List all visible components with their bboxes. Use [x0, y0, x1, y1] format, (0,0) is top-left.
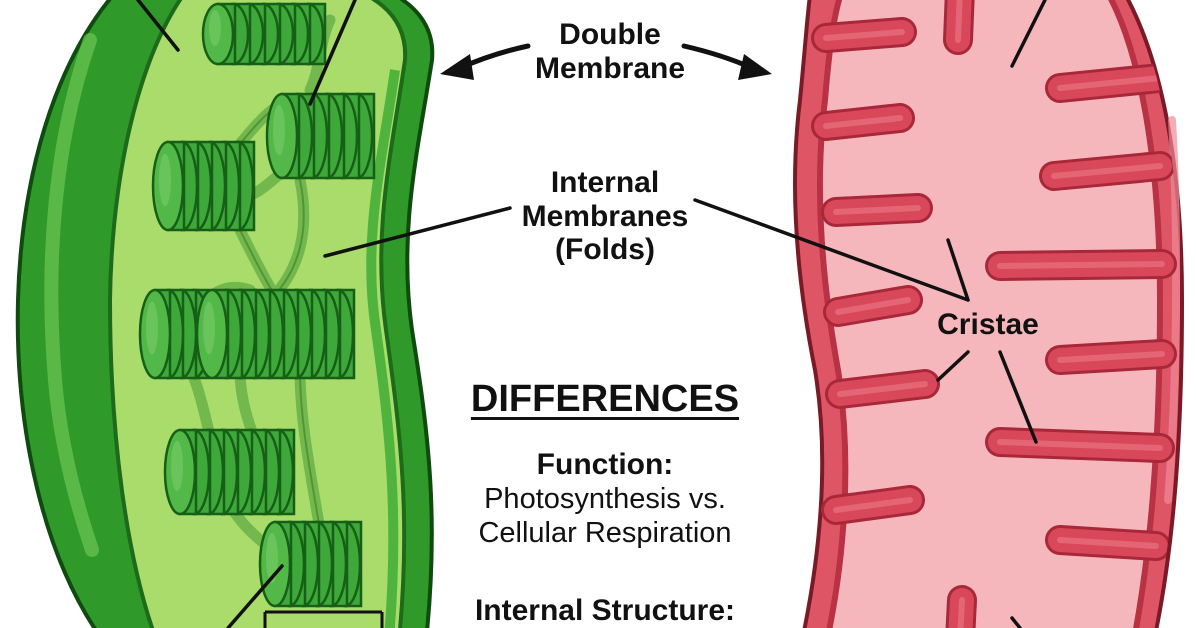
- cristae-folds: [811, 0, 1177, 628]
- function-line1: Photosynthesis vs.: [484, 483, 726, 515]
- crista-fold: [943, 0, 975, 55]
- crista-fold: [811, 17, 917, 53]
- label-internal-line3: (Folds): [555, 233, 655, 267]
- leader-mito-bottom: [1010, 616, 1022, 628]
- crista-fold: [811, 103, 915, 141]
- arrowhead-left-icon: [440, 54, 474, 80]
- bracket: [263, 610, 384, 628]
- crista-fold: [821, 485, 925, 525]
- granum-stack: [195, 288, 356, 380]
- granum-stack: [258, 520, 363, 608]
- granum-stack: [151, 140, 256, 232]
- label-internal-line2: Membranes: [521, 199, 689, 233]
- mitochondrion-inner-membrane: [816, 0, 1164, 628]
- mitochondrion: [793, 0, 1185, 628]
- label-double-membrane: Double Membrane: [500, 18, 720, 85]
- label-double-line2: Membrane: [534, 51, 686, 85]
- label-internal-membranes: Internal Membranes (Folds): [480, 166, 730, 267]
- leader-outer-membrane: [136, 0, 180, 52]
- leader-matrix: [1010, 0, 1047, 68]
- crista-fold: [1045, 63, 1175, 103]
- label-cristae: Cristae: [937, 308, 1039, 341]
- label-internal-line1: Internal: [550, 166, 660, 199]
- label-double-line1: Double: [559, 18, 661, 51]
- crista-fold: [945, 585, 977, 628]
- crista-fold: [1045, 525, 1171, 561]
- leader-lines: [136, 0, 1047, 628]
- leader-granum-bottom: [226, 564, 284, 628]
- leader-cristae-up: [946, 238, 970, 302]
- leader-cristae-main: [693, 198, 970, 302]
- leader-granum-top: [308, 0, 357, 106]
- crista-fold: [823, 285, 923, 327]
- chloroplast: [15, 0, 435, 628]
- chloroplast-inner-band: [366, 69, 400, 628]
- granum-stack: [265, 92, 376, 180]
- grana-stacks: [138, 2, 376, 608]
- crista-fold: [821, 193, 933, 227]
- leader-internal-membranes: [323, 206, 512, 258]
- crista-fold: [825, 369, 940, 409]
- differences-heading: DIFFERENCES: [470, 378, 740, 420]
- function-heading: Function:: [536, 448, 674, 481]
- function-line2: Cellular Respiration: [478, 517, 732, 550]
- granum-stack: [163, 428, 296, 516]
- crista-fold: [1039, 151, 1175, 191]
- crista-fold: [985, 249, 1177, 281]
- leader-cristae-down2: [998, 350, 1038, 444]
- internal-structure-heading: Internal Structure:: [474, 594, 736, 627]
- crista-fold: [985, 427, 1175, 463]
- arrowhead-right-icon: [738, 54, 772, 80]
- double-membrane-arrows: [440, 43, 772, 80]
- chloroplast-outer-highlight: [44, 33, 99, 557]
- leader-cristae-down1: [936, 350, 970, 382]
- granum-stack: [201, 2, 327, 66]
- crista-fold: [1045, 339, 1177, 375]
- function-description: Photosynthesis vs. Cellular Respiration: [440, 482, 770, 550]
